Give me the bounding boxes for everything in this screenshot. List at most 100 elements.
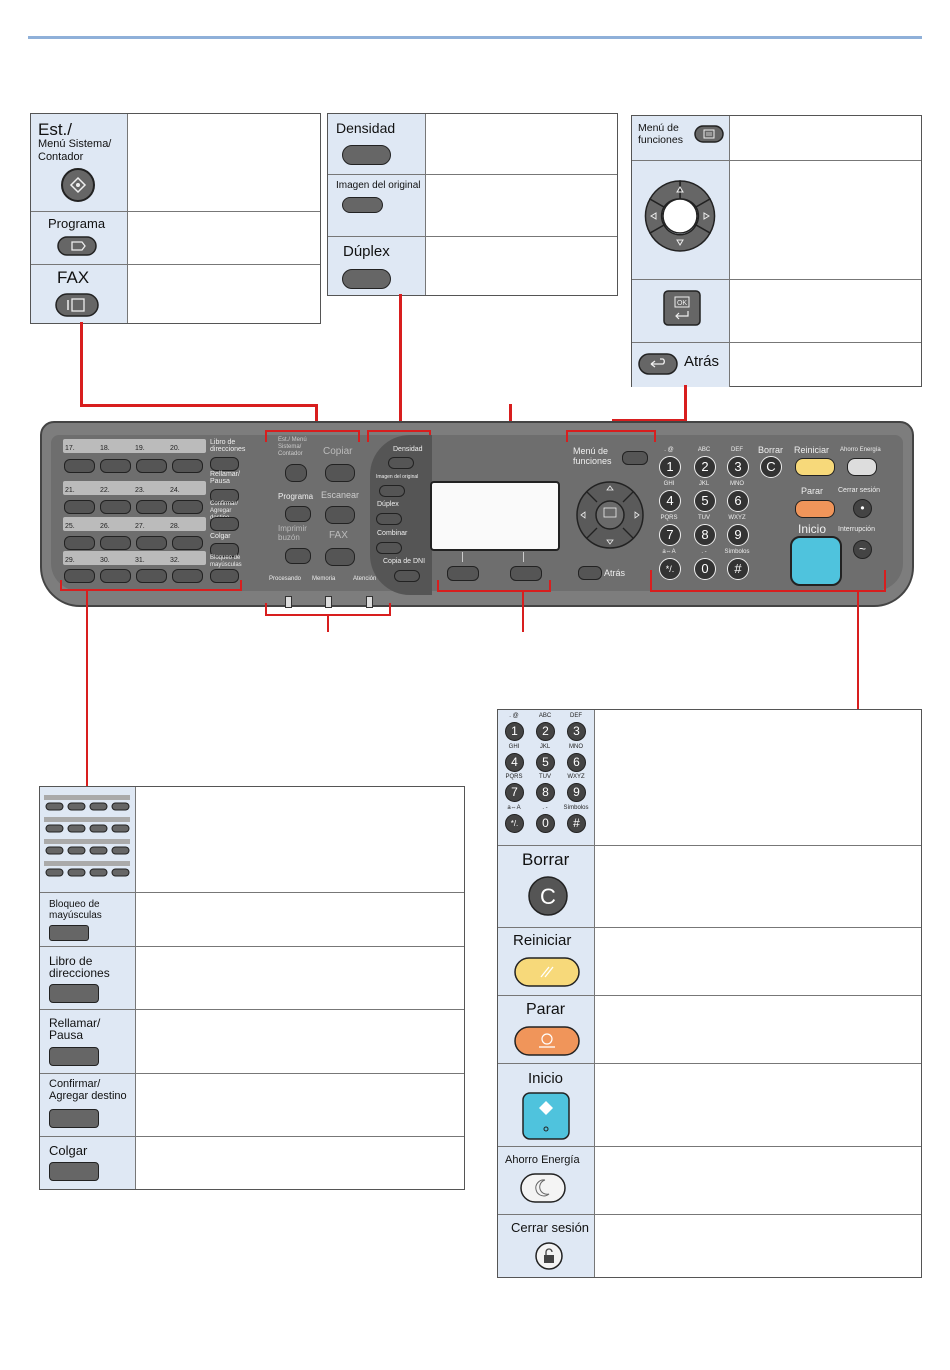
function-menu-key[interactable] — [622, 451, 648, 465]
print-box-key[interactable] — [285, 548, 311, 564]
logout-key[interactable]: • — [853, 499, 872, 518]
connector — [437, 580, 439, 592]
label-address-book: Libro de direcciones — [210, 439, 246, 453]
key-8[interactable]: 8 — [694, 524, 716, 546]
key-sub: WXYZ — [728, 515, 746, 521]
one-touch-key[interactable] — [100, 459, 131, 473]
label-inicio: Inicio — [528, 1070, 564, 1087]
label-programa: Programa — [48, 216, 106, 231]
reset-key[interactable] — [795, 458, 835, 476]
one-touch-key[interactable] — [136, 500, 167, 514]
one-touch-key[interactable] — [172, 500, 203, 514]
confirm-key[interactable] — [210, 517, 239, 531]
interrupt-key[interactable]: ~ — [853, 540, 872, 559]
one-touch-key[interactable] — [172, 569, 203, 583]
legend-copy-keys: Densidad Imagen del original Dúplex — [327, 113, 618, 296]
one-touch-key[interactable] — [64, 536, 95, 550]
right-select-key[interactable] — [510, 566, 542, 581]
legend-one-touch-keys: Bloqueo de mayúsculas Libro de direccion… — [39, 786, 465, 1190]
one-touch-key[interactable] — [64, 459, 95, 473]
key-4[interactable]: 4 — [659, 490, 681, 512]
key-2[interactable]: 2 — [694, 456, 716, 478]
legend-row-fax: FAX — [31, 264, 320, 323]
one-touch-key[interactable] — [64, 500, 95, 514]
copy-key[interactable] — [325, 464, 355, 482]
label-id-copy: Copia de DNI — [383, 558, 426, 565]
label-strip — [63, 439, 206, 453]
one-touch-keys-icon — [44, 795, 130, 877]
one-touch-key[interactable] — [136, 569, 167, 583]
arrow-keys-panel[interactable] — [575, 480, 645, 550]
original-image-key[interactable] — [379, 485, 405, 497]
quick-number: 17. — [65, 445, 75, 452]
one-touch-key[interactable] — [100, 500, 131, 514]
key-6[interactable]: 6 — [727, 490, 749, 512]
duplex-key[interactable] — [376, 513, 402, 525]
program-key[interactable] — [285, 506, 311, 522]
density-key[interactable] — [388, 457, 414, 469]
stop-key[interactable] — [795, 500, 835, 518]
density-key-icon — [342, 145, 391, 165]
one-touch-key[interactable] — [136, 536, 167, 550]
key-sub: ABC — [538, 713, 552, 719]
energy-saver-key[interactable] — [847, 458, 877, 476]
label-atras: Atrás — [684, 353, 720, 370]
key-sub: a⇔A — [662, 549, 676, 555]
fax-key[interactable] — [325, 548, 355, 566]
clear-key-icon: C — [528, 876, 568, 916]
duplex-key-icon — [342, 269, 391, 289]
program-key-icon — [57, 236, 97, 256]
key-7[interactable]: 7 — [659, 524, 681, 546]
logout-key-icon — [535, 1242, 563, 1270]
key-hash[interactable]: # — [727, 558, 749, 580]
reset-key-icon — [514, 957, 580, 987]
quick-number: 28. — [170, 523, 180, 530]
one-touch-key[interactable] — [100, 536, 131, 550]
redial-key[interactable] — [210, 489, 239, 503]
connector — [265, 603, 267, 616]
legend-row-address-book: Libro de direcciones — [40, 946, 464, 1010]
key-0[interactable]: 0 — [694, 558, 716, 580]
one-touch-key[interactable] — [172, 536, 203, 550]
key-3[interactable]: 3 — [727, 456, 749, 478]
label-pausa: Pausa — [49, 1028, 84, 1042]
label-libro-de: Libro de — [49, 954, 93, 968]
one-touch-key[interactable] — [64, 569, 95, 583]
combine-key[interactable] — [376, 542, 402, 554]
quick-number: 30. — [100, 557, 110, 564]
key-5[interactable]: 5 — [694, 490, 716, 512]
key-sub: . - — [542, 805, 548, 811]
key-sub: ABC — [697, 447, 711, 453]
key-sub: MNO — [730, 481, 744, 487]
back-key[interactable] — [578, 566, 602, 580]
connector — [566, 430, 656, 432]
processing-led — [285, 596, 292, 608]
key-asterisk[interactable]: */. — [659, 558, 681, 580]
message-display — [430, 481, 560, 551]
key-1[interactable]: 1 — [659, 456, 681, 478]
system-menu-key[interactable] — [285, 464, 307, 482]
label-imagen-original: Imagen del original — [336, 180, 421, 191]
one-touch-key[interactable] — [136, 459, 167, 473]
arrow-keys-icon — [644, 180, 716, 252]
quick-number: 32. — [170, 557, 180, 564]
system-menu-key-icon — [61, 168, 95, 202]
address-book-key[interactable] — [210, 457, 239, 471]
connector — [367, 430, 369, 442]
hang-up-key[interactable] — [210, 543, 239, 557]
key-9[interactable]: 9 — [727, 524, 749, 546]
caps-lock-key[interactable] — [210, 569, 239, 583]
one-touch-key[interactable] — [100, 569, 131, 583]
one-touch-key[interactable] — [172, 459, 203, 473]
legend-row-numeric-keys: . @ ABC DEF 1 2 3 GHI JKL MNO 4 5 6 PQRS… — [498, 710, 921, 845]
connector — [80, 322, 83, 406]
divider — [462, 552, 463, 562]
start-key[interactable] — [790, 536, 842, 586]
legend-key-hash: # — [567, 814, 586, 833]
left-select-key[interactable] — [447, 566, 479, 581]
id-copy-key[interactable] — [394, 570, 420, 582]
legend-key-3: 3 — [567, 722, 586, 741]
clear-key[interactable]: C — [760, 456, 782, 478]
scan-key[interactable] — [325, 506, 355, 524]
legend-key-asterisk: */. — [505, 814, 524, 833]
